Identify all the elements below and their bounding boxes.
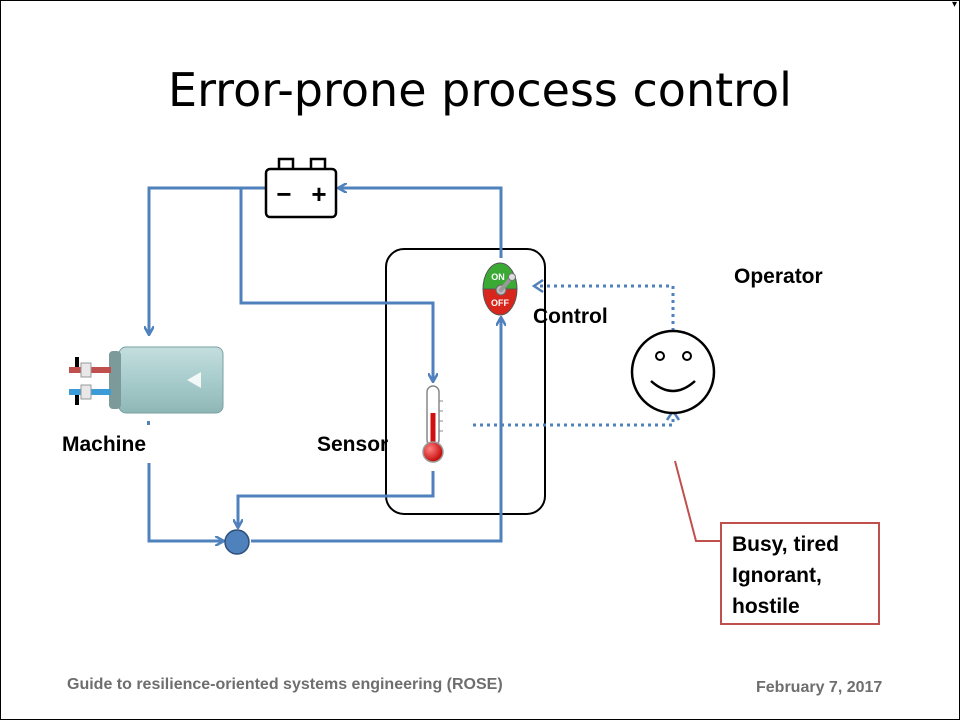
control-enclosure <box>385 248 546 515</box>
switch-off-label: OFF <box>491 298 509 308</box>
corner-mark-icon: ▾ <box>951 0 957 10</box>
wires <box>149 188 501 541</box>
callout-line: Busy, tired <box>732 533 839 556</box>
operator-face-icon <box>630 329 716 415</box>
wire-battery-to-machine <box>149 186 266 334</box>
operator-label: Operator <box>734 265 823 288</box>
machine-label: Machine <box>62 433 147 456</box>
dotted-arrowhead-switch <box>531 278 544 294</box>
wire-junction-to-switch <box>251 318 501 543</box>
junction-node <box>224 529 250 555</box>
callout-pointer <box>674 460 721 542</box>
wire-switch-to-battery <box>339 188 503 258</box>
thermometer-icon <box>422 385 444 463</box>
footer-source: Guide to resilience-oriented systems eng… <box>67 676 503 693</box>
battery-plus: + <box>311 179 326 209</box>
battery-icon: − + <box>264 157 338 219</box>
control-label: Control <box>533 305 608 328</box>
slide-title: Error-prone process control <box>168 63 792 117</box>
operator-state-callout: Busy, tired Ignorant, hostile <box>720 522 880 625</box>
dotted-sensor-to-operator <box>473 415 675 427</box>
callout-line: Ignorant, <box>732 564 822 587</box>
wire-battery-to-sensor <box>239 188 433 381</box>
dotted-links <box>473 284 675 427</box>
battery-minus: − <box>276 179 291 209</box>
on-off-switch-icon: ON OFF <box>482 262 518 316</box>
switch-on-label: ON <box>491 272 505 282</box>
callout-line: hostile <box>732 595 800 618</box>
wire-machine-to-junction <box>147 463 223 541</box>
wire-sensor-to-junction <box>238 471 435 527</box>
dotted-operator-to-switch <box>534 284 675 331</box>
machine-icon <box>69 346 224 425</box>
footer-date: February 7, 2017 <box>756 679 883 696</box>
sensor-label: Sensor <box>317 433 389 456</box>
